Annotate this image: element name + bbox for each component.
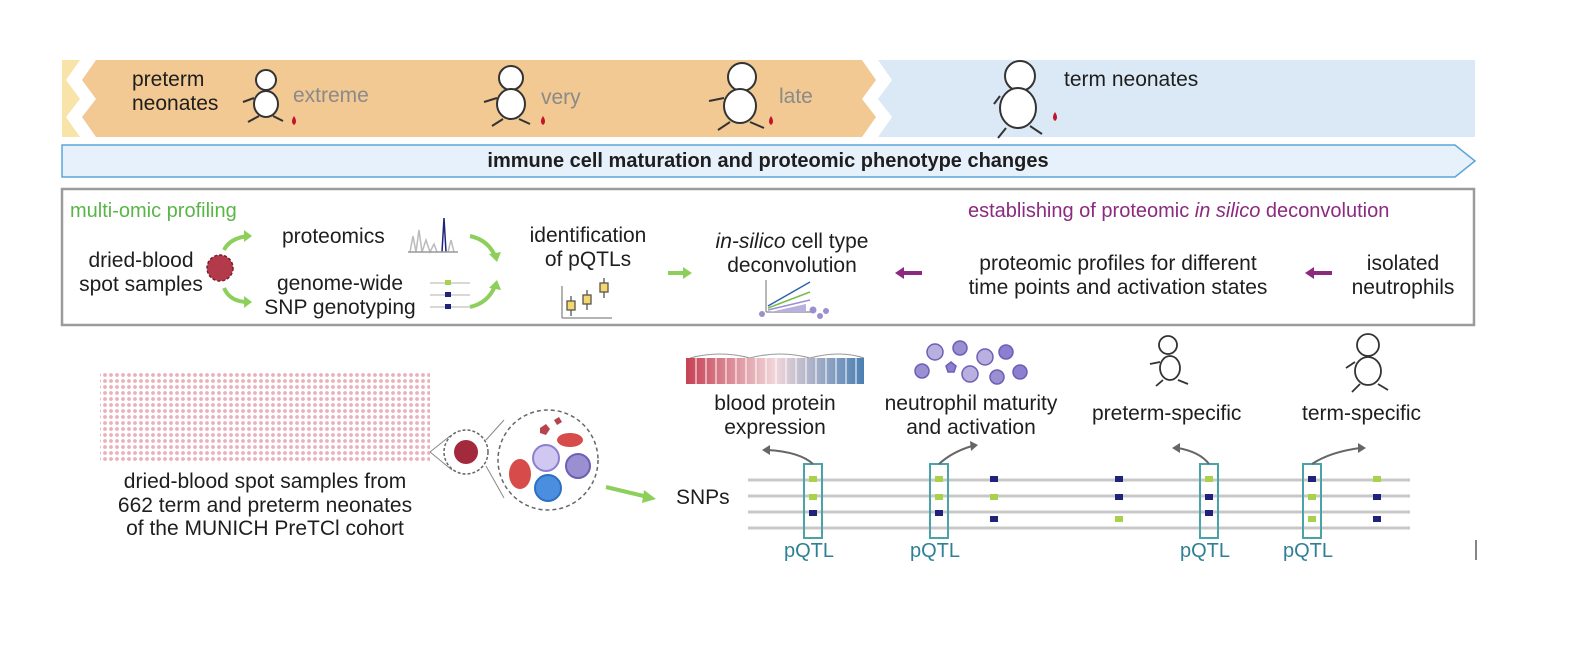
- preterm-label-line1: preterm: [132, 68, 205, 91]
- maturation-arrow-text: immune cell maturation and proteomic phe…: [487, 150, 1049, 172]
- genotyping-label: genome-wide SNP genotyping: [250, 272, 430, 319]
- pqtl-label: pQTL: [784, 540, 835, 562]
- deconvolution-icon: [759, 280, 829, 319]
- baby-icon-late: [708, 62, 765, 131]
- genotyping-label-line1: genome-wide: [276, 272, 404, 295]
- association-neutrophil-line1: neutrophil maturity: [884, 392, 1058, 415]
- snp-markers: [809, 476, 1381, 522]
- spectrum-icon: [408, 217, 458, 254]
- proteomics-label: proteomics: [282, 225, 385, 248]
- baby-icon-term: [993, 60, 1043, 139]
- dbs-label-line2: spot samples: [79, 272, 203, 296]
- neutrophils-label: isolated neutrophils: [1338, 252, 1468, 299]
- association-neutrophil-line2: and activation: [906, 415, 1036, 439]
- dbs-label: dried-blood spot samples: [76, 249, 206, 296]
- workflow-box: [60, 187, 1476, 327]
- baby-icon-preterm-small: [1149, 335, 1189, 387]
- cohort-label-line3: of the MUNICH PreTCl cohort: [126, 517, 404, 541]
- baby-icon-extreme: [242, 69, 284, 123]
- pqtl-label: pQTL: [1283, 540, 1334, 562]
- pqtl-label: pQTL: [910, 540, 961, 562]
- blood-drop-icon: [1053, 112, 1057, 121]
- profiles-label-line1: proteomic profiles for different: [979, 252, 1257, 275]
- term-label: term neonates: [1064, 68, 1199, 91]
- deconvolution-title-suffix: deconvolution: [1260, 200, 1390, 222]
- deconvolution-label-italic: in-silico: [715, 230, 786, 253]
- association-protein-label: blood protein expression: [690, 392, 860, 439]
- deconvolution-title-italic: in silico: [1194, 200, 1261, 222]
- deconvolution-title-prefix: establishing of proteomic: [968, 200, 1195, 222]
- boxplot-icon: [561, 278, 612, 319]
- association-neutrophil-label: neutrophil maturity and activation: [868, 392, 1074, 439]
- snp-lines: [748, 478, 1410, 530]
- genotyping-label-line2: SNP genotyping: [264, 295, 416, 319]
- blood-drop-icon: [292, 116, 296, 125]
- association-preterm-label: preterm-specific: [1092, 402, 1242, 425]
- preterm-label-line2: neonates: [132, 91, 219, 115]
- stage-extreme-label: extreme: [293, 84, 369, 107]
- heatmap-icon: [686, 353, 865, 384]
- pqtl-boxes: [803, 463, 1322, 539]
- pqtl-label: pQTL: [1180, 540, 1231, 562]
- preterm-band: [62, 60, 80, 137]
- baby-icon-very: [483, 65, 531, 127]
- pqtl-identification-line2: of pQTLs: [544, 247, 632, 271]
- stage-late-label: late: [779, 85, 813, 108]
- pqtl-identification-label: identification of pQTLs: [510, 224, 666, 271]
- blood-drop-icon: [541, 116, 545, 125]
- pqtl-identification-line1: identification: [529, 224, 647, 247]
- deconvolution-label: in-silico cell type deconvolution: [692, 230, 892, 277]
- maturation-arrow: [61, 144, 1477, 178]
- association-protein-line2: expression: [724, 415, 826, 439]
- profiles-label-line2: time points and activation states: [968, 275, 1268, 299]
- deconvolution-label-suffix: cell type: [785, 230, 869, 253]
- cohort-label-line2: 662 term and preterm neonates: [117, 493, 413, 517]
- neutrophils-label-line1: isolated: [1366, 252, 1440, 275]
- deconvolution-label-line2: deconvolution: [727, 253, 857, 277]
- baby-icon-term-small: [1345, 333, 1389, 393]
- profiles-label: proteomic profiles for different time po…: [928, 252, 1308, 299]
- association-protein-line1: blood protein: [714, 392, 836, 415]
- snps-label: SNPs: [676, 486, 730, 509]
- preterm-band-main: [82, 60, 876, 137]
- neutrophils-label-line2: neutrophils: [1351, 275, 1455, 299]
- dbs-card: [100, 372, 430, 462]
- multi-omic-title: multi-omic profiling: [70, 200, 237, 222]
- pqtl-association-arrows: [767, 445, 1361, 465]
- blood-drop-icon: [769, 116, 773, 125]
- association-term-label: term-specific: [1302, 402, 1422, 425]
- preterm-label: preterm neonates: [132, 68, 218, 115]
- blood-spot-icon: [206, 254, 234, 282]
- cohort-label-line1: dried-blood spot samples from: [123, 470, 407, 493]
- stage-very-label: very: [541, 86, 581, 109]
- genotype-icon: [430, 280, 470, 309]
- arrow-dbs-to-snps: [605, 485, 649, 499]
- deconvolution-title: establishing of proteomic in silico deco…: [968, 200, 1389, 222]
- neutrophil-cluster-icon: [914, 340, 1028, 385]
- dbs-label-line1: dried-blood: [88, 249, 194, 272]
- cohort-label: dried-blood spot samples from 662 term a…: [90, 470, 440, 541]
